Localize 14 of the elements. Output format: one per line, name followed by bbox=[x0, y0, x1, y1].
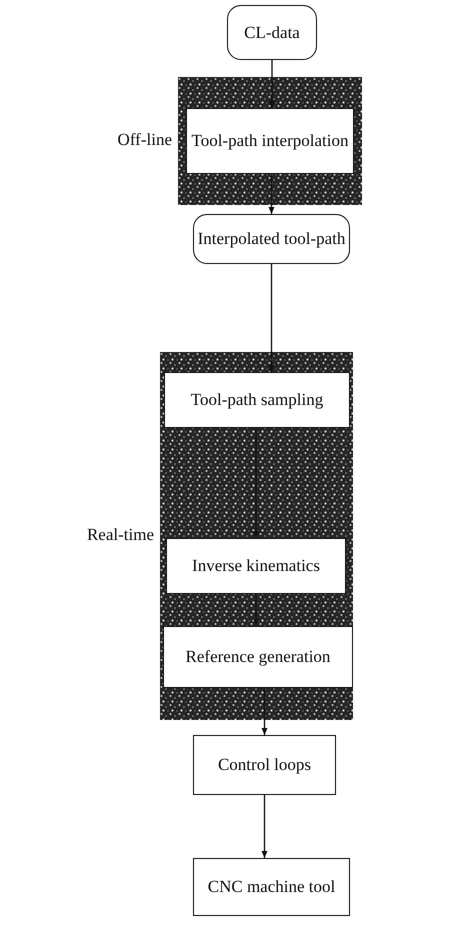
process-box: CNC machine tool bbox=[193, 858, 350, 916]
arrow bbox=[262, 795, 268, 858]
process-box: Control loops bbox=[193, 735, 336, 795]
band-label: Real-time bbox=[86, 525, 154, 545]
arrow bbox=[269, 60, 275, 108]
rounded-box: Interpolated tool-path bbox=[193, 214, 350, 264]
process-box: Tool-path sampling bbox=[164, 372, 350, 428]
process-box: Reference generation bbox=[163, 626, 353, 688]
arrow bbox=[268, 174, 274, 214]
band-label: Off-line bbox=[118, 130, 172, 150]
rounded-box: CL-data bbox=[227, 5, 317, 60]
arrow bbox=[268, 264, 274, 372]
process-box: Inverse kinematics bbox=[166, 538, 346, 594]
process-box: Tool-path interpolation bbox=[186, 108, 354, 174]
